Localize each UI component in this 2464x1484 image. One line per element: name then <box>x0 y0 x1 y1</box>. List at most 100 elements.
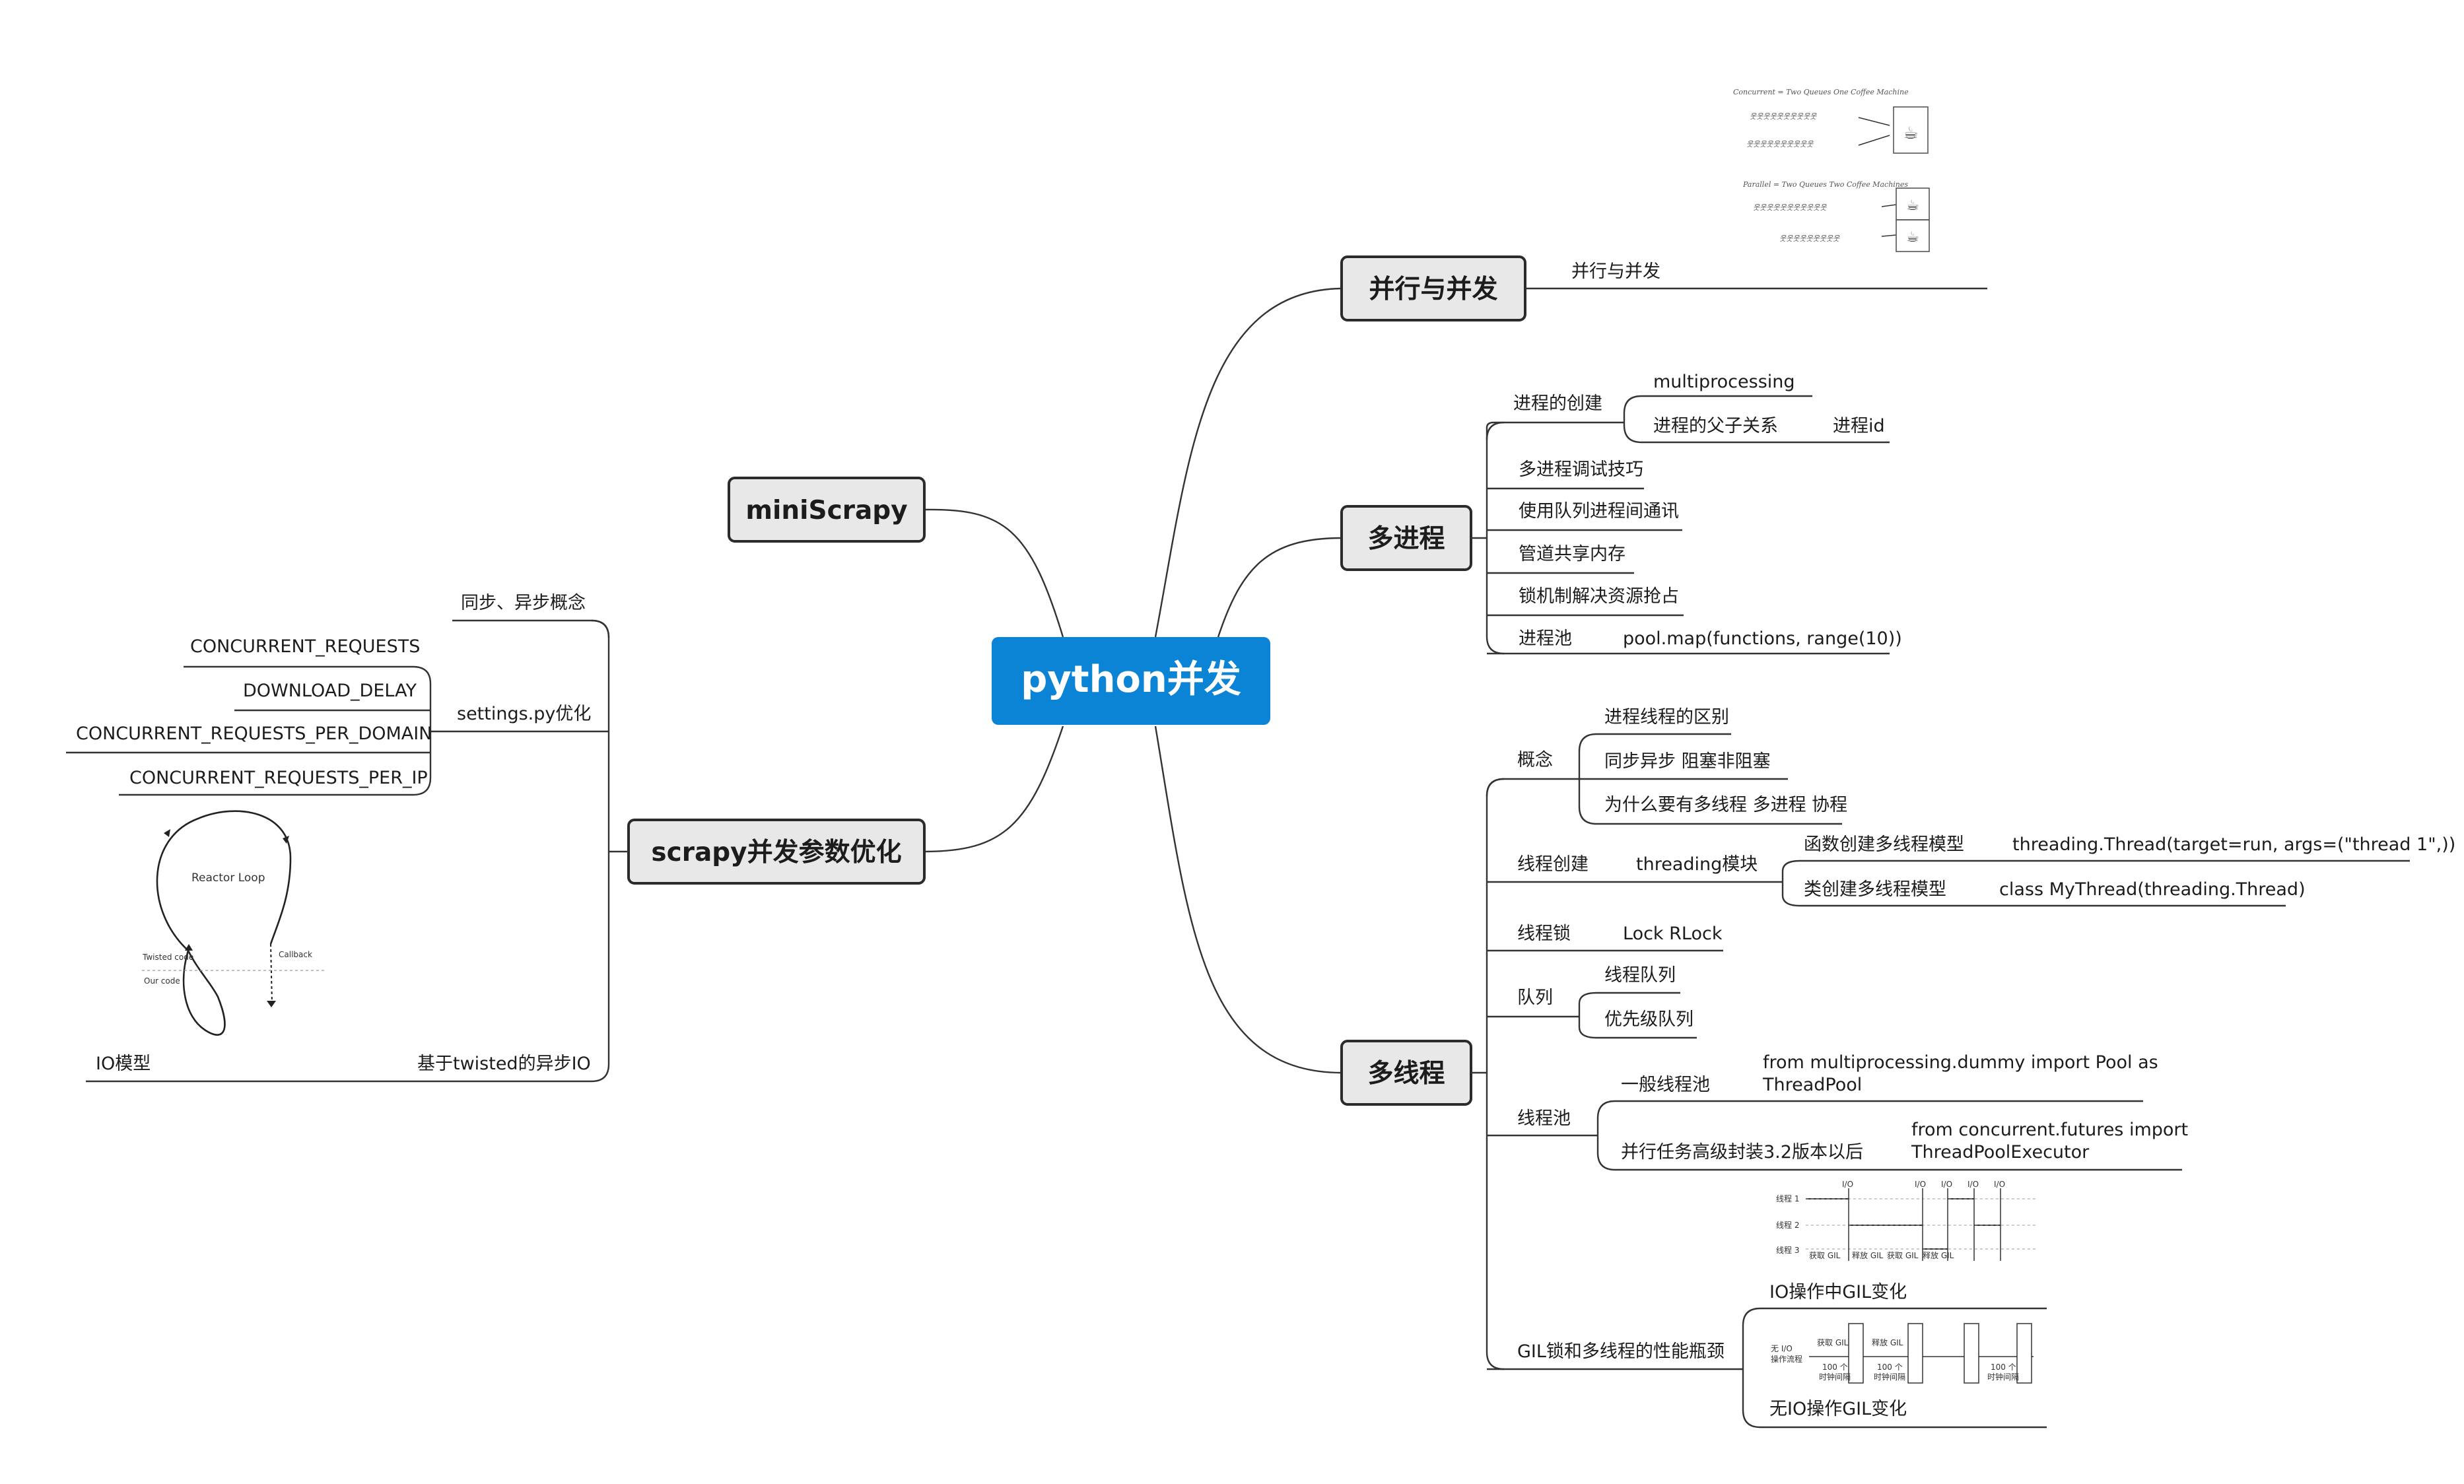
gil-bottom-label: 获取 GIL <box>1887 1251 1919 1260</box>
parallel-sub-label: 并行与并发 <box>1571 261 1660 282</box>
mt-lock: 线程锁 <box>1517 924 1571 944</box>
mt-gil-io: IO操作中GIL变化 <box>1769 1282 1907 1302</box>
gil-bottom-label: 释放 GIL <box>1923 1250 1954 1260</box>
mt-queue-1: 线程队列 <box>1604 965 1676 986</box>
mt-queue-2: 优先级队列 <box>1604 1009 1694 1030</box>
topic-miniscrapy[interactable]: miniScrapy <box>728 477 926 543</box>
noio-box-label: 100 个 <box>1822 1363 1848 1372</box>
parallel-caption: Parallel = Two Queues Two Coffee Machine… <box>1742 180 1908 189</box>
topic-scrapy[interactable]: scrapy并发参数优化 <box>627 819 926 885</box>
arrow-icon <box>164 829 170 837</box>
queue-figures-b: 웃웃웃웃웃웃웃웃웃웃 <box>1746 140 1814 149</box>
mt-create: 线程创建 <box>1517 854 1589 875</box>
topic-multithread[interactable]: 多线程 <box>1340 1040 1472 1106</box>
mt-func-code: threading.Thread(target=run, args=("thre… <box>2012 834 2455 855</box>
io-tick: I/O <box>1994 1180 2005 1189</box>
mt-parallel-pool-code-2: ThreadPoolExecutor <box>1911 1142 2090 1163</box>
io-tick: I/O <box>1842 1180 1853 1189</box>
gil-io-chart: 线程 1 线程 2 线程 3 I/O I/O I/O I/O I/O 获取 GI… <box>1776 1180 2037 1261</box>
mt-gil: GIL锁和多线程的性能瓶颈 <box>1517 1341 1725 1362</box>
mp-pool: 进程池 <box>1519 628 1572 649</box>
topic-scrapy-label: scrapy并发参数优化 <box>651 838 901 867</box>
parallel-branch: 并行与并发 Concurrent = Two Queues One Coffee… <box>1525 88 1987 290</box>
scrapy-twisted: 基于twisted的异步IO <box>417 1054 591 1074</box>
settings-item: CONCURRENT_REQUESTS_PER_IP <box>129 768 428 788</box>
scrapy-io-model: IO模型 <box>96 1054 151 1074</box>
noio-box-label: 时钟间隔 <box>1874 1372 1905 1382</box>
cup-icon: ☕ <box>1906 229 1919 246</box>
mt-threading-module: threading模块 <box>1636 854 1758 875</box>
mp-queue: 使用队列进程间通讯 <box>1519 501 1679 522</box>
mp-process-id: 进程id <box>1833 416 1885 436</box>
central-topic-label: python并发 <box>1021 658 1241 701</box>
gil-noio-chart: 无 I/O 操作流程 获取 GIL 释放 GIL 100 个 时钟间隔 100 … <box>1771 1323 2034 1384</box>
noio-box-label: 时钟间隔 <box>1987 1372 2019 1382</box>
mt-func-model: 函数创建多线程模型 <box>1804 834 1964 855</box>
noio-box-label: 100 个 <box>1991 1363 2016 1372</box>
cup-icon: ☕ <box>1903 123 1918 143</box>
mp-parent-child: 进程的父子关系 <box>1653 416 1778 436</box>
mt-concept: 概念 <box>1517 750 1553 770</box>
mt-lock-value: Lock RLock <box>1623 924 1723 944</box>
queue-figures-c: 웃웃웃웃웃웃웃웃웃웃웃 <box>1753 203 1827 212</box>
concurrent-caption: Concurrent = Two Queues One Coffee Machi… <box>1733 88 1909 96</box>
mt-concept-2: 同步异步 阻塞非阻塞 <box>1604 751 1771 772</box>
scrapy-sync-async: 同步、异步概念 <box>461 593 586 613</box>
reactor-title: Reactor Loop <box>191 871 265 885</box>
topic-parallel[interactable]: 并行与并发 <box>1340 255 1526 321</box>
mt-queue: 队列 <box>1517 988 1553 1008</box>
mt-parallel-pool-code-1: from concurrent.futures import <box>1911 1120 2188 1140</box>
mt-general-pool: 一般线程池 <box>1621 1075 1710 1095</box>
mt-gil-noio: 无IO操作GIL变化 <box>1769 1399 1907 1419</box>
gil-row-label: 线程 3 <box>1776 1245 1799 1255</box>
noio-box-label: 100 个 <box>1877 1363 1903 1372</box>
noio-label: 无 I/O <box>1771 1344 1793 1353</box>
coffee-machine-3 <box>1896 219 1930 252</box>
mt-general-pool-code-1: from multiprocessing.dummy import Pool a… <box>1763 1052 2158 1073</box>
central-topic[interactable]: python并发 <box>992 637 1270 725</box>
mt-parallel-pool: 并行任务高级封装3.2版本以后 <box>1621 1142 1863 1163</box>
reactor-our-code: Our code <box>144 976 180 986</box>
arrow-up-icon <box>185 944 193 951</box>
settings-item: CONCURRENT_REQUESTS <box>190 636 420 657</box>
reactor-twisted-code: Twisted code <box>142 953 193 962</box>
mt-class-model: 类创建多线程模型 <box>1804 879 1946 900</box>
mt-concept-1: 进程线程的区别 <box>1604 707 1729 727</box>
main-connectors <box>924 287 1342 1074</box>
scrapy-settings: settings.py优化 <box>457 704 591 724</box>
gil-bottom-label: 获取 GIL <box>1809 1251 1841 1260</box>
arrow-down-icon <box>267 1001 276 1007</box>
mp-pool-map: pool.map(functions, range(10)) <box>1623 628 1902 649</box>
scrapy-branch: 同步、异步概念 settings.py优化 CONCURRENT_REQUEST… <box>66 593 629 1083</box>
noio-top-label: 释放 GIL <box>1872 1337 1903 1347</box>
queue-figures-d: 웃웃웃웃웃웃웃웃웃 <box>1779 234 1840 243</box>
gil-row-label: 线程 2 <box>1776 1220 1799 1230</box>
reactor-loop-diagram: Reactor Loop Twisted code Our code Callb… <box>142 810 327 1036</box>
mp-debug: 多进程调试技巧 <box>1519 459 1643 480</box>
mp-create-label: 进程的创建 <box>1513 393 1602 414</box>
arrow-icon <box>283 836 289 844</box>
io-tick: I/O <box>1915 1180 1926 1189</box>
mt-general-pool-code-2: ThreadPool <box>1762 1075 1862 1095</box>
noio-label: 操作流程 <box>1771 1354 1802 1364</box>
topic-multiprocess-label: 多进程 <box>1367 524 1445 554</box>
mt-class-code: class MyThread(threading.Thread) <box>1999 879 2306 900</box>
gil-bottom-label: 释放 GIL <box>1852 1250 1884 1260</box>
mp-multiprocessing: multiprocessing <box>1653 372 1795 392</box>
topic-multiprocess[interactable]: 多进程 <box>1340 505 1472 571</box>
noio-top-label: 获取 GIL <box>1817 1338 1849 1347</box>
coffee-machine-1 <box>1893 106 1929 154</box>
reactor-callback: Callback <box>279 950 312 959</box>
coffee-queue-image: Concurrent = Two Queues One Coffee Machi… <box>1733 88 1930 252</box>
queue-figures-a: 웃웃웃웃웃웃웃웃웃웃 <box>1750 112 1817 121</box>
multithread-branch: 概念 进程线程的区别 同步异步 阻塞非阻塞 为什么要有多线程 多进程 协程 线程… <box>1471 707 2455 1429</box>
settings-item: DOWNLOAD_DELAY <box>243 681 417 701</box>
noio-box-label: 时钟间隔 <box>1819 1372 1851 1382</box>
mt-pool: 线程池 <box>1517 1108 1571 1129</box>
gil-row-label: 线程 1 <box>1776 1194 1799 1203</box>
cup-icon: ☕ <box>1906 197 1919 214</box>
topic-parallel-label: 并行与并发 <box>1369 275 1497 304</box>
mt-concept-3: 为什么要有多线程 多进程 协程 <box>1604 795 1847 815</box>
settings-item: CONCURRENT_REQUESTS_PER_DOMAIN <box>76 724 432 744</box>
